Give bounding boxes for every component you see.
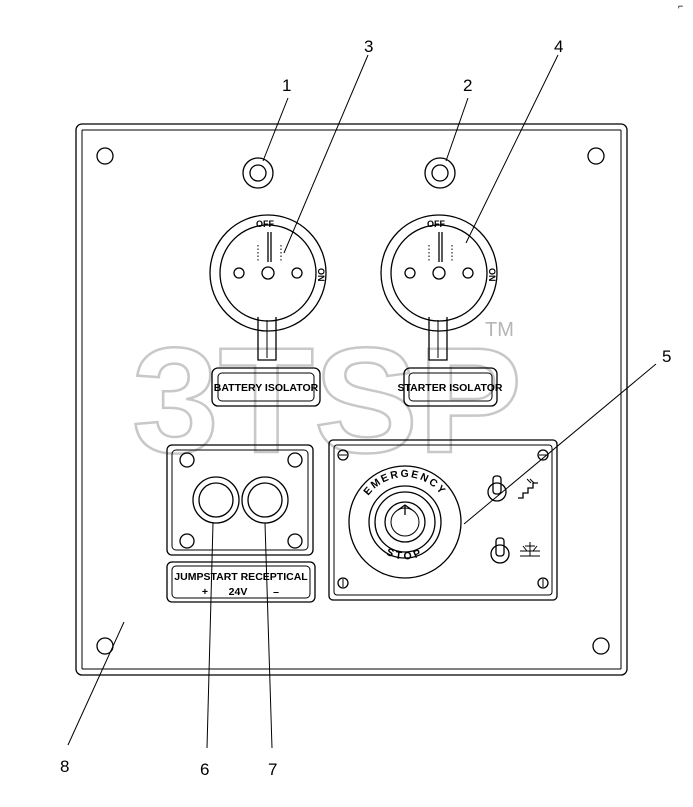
callout-8: 8 — [60, 757, 69, 776]
watermark: 3TSP TM — [131, 315, 524, 486]
stop-label: STOP — [384, 546, 422, 563]
callout-3: 3 — [364, 37, 373, 56]
mounting-hole — [592, 637, 610, 655]
callout-1: 1 — [282, 76, 291, 95]
watermark-text: 3TSP — [132, 316, 522, 484]
jumpstart-title: JUMPSTART RECEPTICAL — [174, 571, 308, 583]
callout-2: 2 — [463, 76, 472, 95]
callout-4: 4 — [554, 37, 563, 56]
callout-6: 6 — [200, 760, 209, 779]
leader-3 — [283, 54, 369, 254]
leader-1 — [262, 97, 289, 162]
jumpstart-plate: JUMPSTART RECEPTICAL + 24V – — [166, 561, 316, 603]
battery-isolator-switch: OFF ON — [209, 214, 327, 361]
leader-7 — [264, 522, 273, 749]
leader-5 — [463, 363, 657, 525]
mounting-hole — [96, 147, 114, 165]
starter-switch-on-label: ON — [487, 268, 497, 282]
callout-7: 7 — [268, 760, 277, 779]
indicator-lamp-1 — [242, 157, 274, 189]
positive-terminal — [192, 476, 240, 524]
toggle-switch-upper — [487, 475, 538, 502]
watermark-tm: TM — [485, 319, 514, 341]
starter-isolator-plate: STARTER ISOLATOR — [398, 367, 503, 407]
main-panel — [75, 123, 628, 676]
indicator-lamp-2 — [424, 157, 456, 189]
panel-screws — [337, 449, 549, 589]
svg-text:STOP: STOP — [384, 546, 425, 563]
jumpstart-receptacle-block — [166, 444, 314, 556]
starter-isolator-label: STARTER ISOLATOR — [398, 382, 503, 394]
corner-mark: ⌐ — [678, 1, 683, 11]
leader-lines — [67, 54, 657, 749]
callout-5: 5 — [662, 347, 671, 366]
battery-isolator-label: BATTERY ISOLATOR — [214, 382, 319, 394]
callout-numbers: 1 2 3 4 5 6 7 8 — [60, 37, 671, 779]
mounting-hole — [587, 147, 605, 165]
starter-switch-off-label: OFF — [427, 219, 445, 229]
toggle-switch-lower — [490, 537, 540, 564]
battery-isolator-plate: BATTERY ISOLATOR — [211, 367, 321, 407]
leader-8 — [67, 621, 125, 746]
jumpstart-plus: + — [202, 586, 208, 598]
jumpstart-minus: – — [273, 586, 279, 598]
jumpstart-voltage: 24V — [229, 586, 248, 598]
leader-2 — [445, 97, 469, 162]
battery-switch-off-label: OFF — [256, 219, 274, 229]
starter-isolator-switch: OFF ON — [380, 214, 498, 361]
leader-6 — [206, 522, 214, 749]
leader-4 — [465, 54, 559, 244]
battery-switch-on-label: ON — [316, 268, 326, 282]
